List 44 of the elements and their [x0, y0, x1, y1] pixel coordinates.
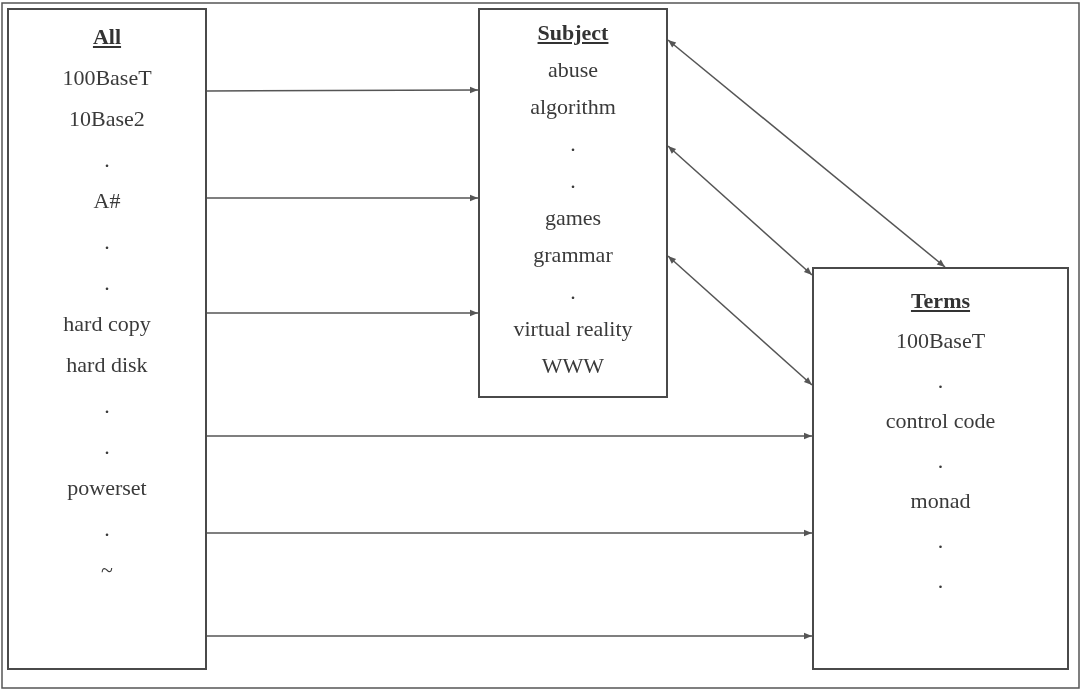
- list-item: A#: [93, 187, 121, 215]
- list-item: .: [937, 567, 944, 595]
- list-item: .: [104, 228, 110, 256]
- list-item: .: [104, 392, 110, 420]
- arrow: [206, 632, 813, 640]
- list-item: grammar: [533, 241, 613, 269]
- arrow: [667, 39, 946, 268]
- arrow: [206, 309, 479, 317]
- box-heading: All: [92, 23, 122, 51]
- list-item: games: [544, 204, 602, 232]
- list-item: algorithm: [530, 93, 616, 121]
- list-item: .: [937, 367, 944, 395]
- arrow: [206, 432, 813, 440]
- arrow: [206, 529, 813, 537]
- list-item: 10Base2: [69, 105, 145, 133]
- list-item: hard copy: [63, 310, 151, 338]
- list-item: control code: [885, 407, 996, 435]
- list-item: .: [104, 433, 110, 461]
- list-item: .: [570, 167, 576, 195]
- box-heading: Terms: [910, 287, 971, 315]
- arrow: [206, 194, 479, 202]
- list-item: hard disk: [66, 351, 148, 379]
- arrow: [667, 145, 813, 276]
- list-item: .: [570, 130, 576, 158]
- list-item: .: [104, 269, 110, 297]
- list-item: .: [104, 146, 110, 174]
- list-item: powerset: [67, 474, 147, 502]
- arrow: [667, 255, 813, 386]
- list-item: 100BaseT: [895, 327, 986, 355]
- list-box: [478, 8, 668, 398]
- box-heading: Subject: [537, 19, 609, 47]
- list-item: .: [937, 447, 944, 475]
- list-item: 100BaseT: [62, 64, 152, 92]
- list-item: .: [937, 527, 944, 555]
- list-item: .: [570, 278, 576, 306]
- list-item: WWW: [541, 352, 605, 380]
- list-box: [7, 8, 207, 670]
- list-item: monad: [910, 487, 971, 515]
- list-box: [812, 267, 1069, 670]
- list-item: .: [104, 515, 110, 543]
- list-item: abuse: [547, 56, 599, 84]
- arrow: [206, 86, 479, 94]
- list-item: virtual reality: [513, 315, 633, 343]
- list-item: ~: [101, 556, 113, 584]
